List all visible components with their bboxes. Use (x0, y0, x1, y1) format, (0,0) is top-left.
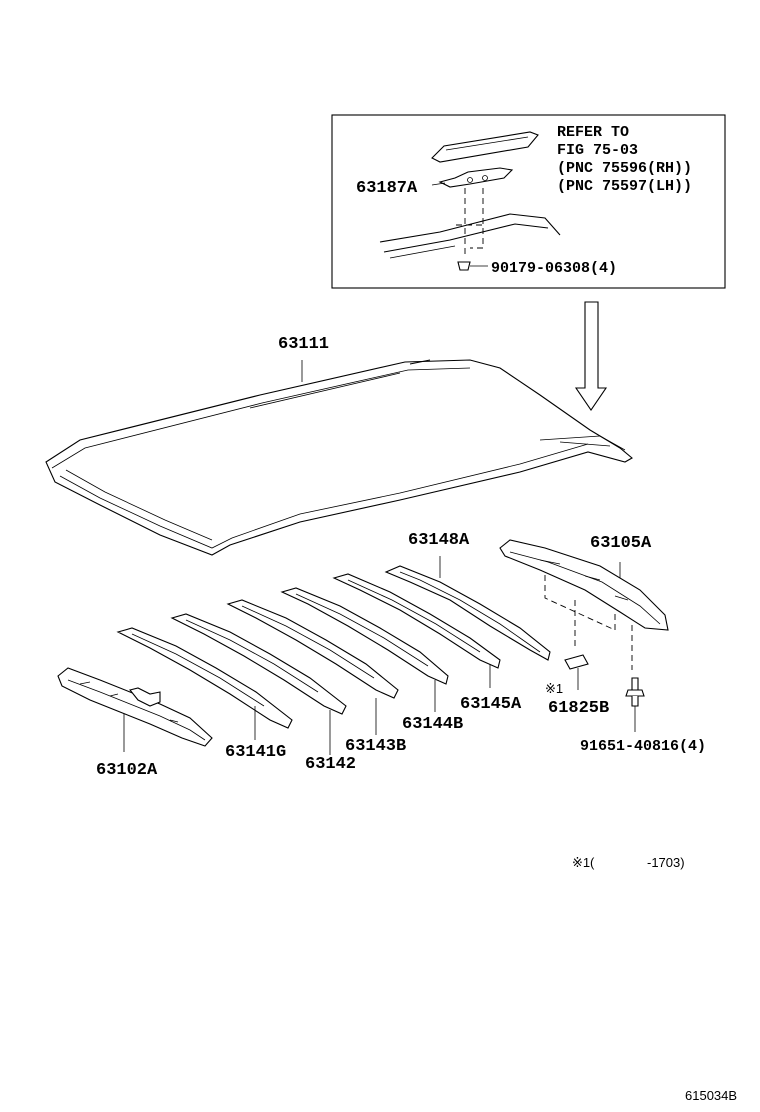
refer-line-1: REFER TO (557, 124, 629, 141)
down-arrow-icon (574, 301, 608, 411)
label-63145a: 63145A (460, 695, 522, 714)
label-91651-40816: 91651-40816(4) (580, 738, 706, 755)
bow-63144b (280, 587, 449, 685)
label-63142: 63142 (305, 755, 356, 774)
label-63187a: 63187A (356, 179, 418, 198)
label-63144b: 63144B (402, 715, 463, 734)
inset-frame (331, 114, 726, 289)
mark-61825b: ※1 (545, 681, 563, 696)
label-61825b: 61825B (548, 699, 609, 718)
inset-detail: REFER TO FIG 75-03 (PNC 75596(RH)) (PNC … (331, 114, 726, 289)
refer-part-drawing (431, 131, 539, 163)
bracket-63187a-drawing (438, 167, 514, 188)
front-header-63102a: 63102A (57, 667, 213, 780)
refer-line-4: (PNC 75597(LH)) (557, 178, 692, 195)
label-63105a: 63105A (590, 534, 652, 553)
clip-90179-drawing (457, 261, 471, 271)
bow-63142 (170, 613, 347, 715)
footnote-mark: ※1 (572, 855, 590, 870)
bow-63145a (332, 573, 501, 669)
bow-63141g (116, 627, 293, 729)
refer-line-2: FIG 75-03 (557, 142, 638, 159)
label-63148a: 63148A (408, 531, 470, 550)
refer-line-3: (PNC 75596(RH)) (557, 160, 692, 177)
footnote-range: -1703) (647, 855, 685, 870)
figure-code: 615034B (685, 1088, 737, 1103)
label-90179-06308: 90179-06308(4) (491, 260, 617, 277)
roof-bows: 63148A 63145A 63144B 63143B 63142 63141G (116, 531, 551, 774)
label-63143b: 63143B (345, 737, 406, 756)
roof-panel-63111: 63111 (45, 335, 633, 556)
footnote: ※1 ( -1703) (572, 855, 685, 870)
bolt-91651: 91651-40816(4) (580, 677, 706, 755)
bow-63143b (226, 599, 399, 699)
bow-63148a (384, 565, 551, 661)
label-63141g: 63141G (225, 743, 286, 762)
label-63111: 63111 (278, 335, 329, 354)
pad-61825b: ※1 61825B (545, 654, 609, 718)
footnote-open: ( (590, 855, 595, 870)
label-63102a: 63102A (96, 761, 158, 780)
rear-header-63105a: 63105A (499, 534, 669, 670)
